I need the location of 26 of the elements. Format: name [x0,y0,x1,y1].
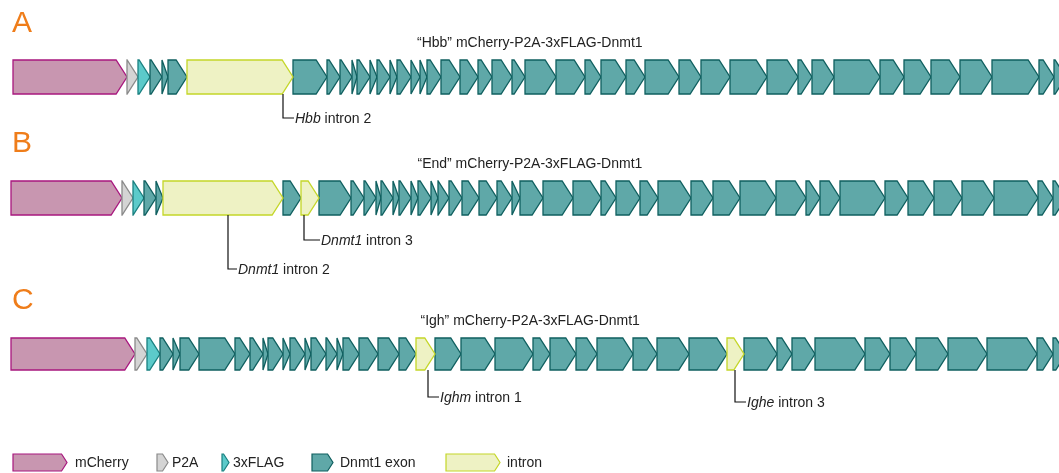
legend-label: intron [507,454,543,470]
intron-arrow [415,337,436,371]
leader-line [303,214,321,241]
intron-label: Hbb intron 2 [295,110,372,126]
legend-label: 3xFLAG [233,454,285,470]
panel-letter: A [12,6,32,38]
panel-letter: B [12,126,32,158]
intron-label: Ighe intron 3 [747,394,825,410]
intron-label: Dnmt1 intron 2 [238,261,330,277]
legend-label: mCherry [75,454,129,470]
intron-arrow [726,337,745,371]
leader-line [734,369,747,403]
panel-letter: C [12,283,34,315]
intron-arrow [186,59,294,95]
leader-line [427,369,440,398]
construct-title: “Hbb” mCherry-P2A-3xFLAG-Dnmt1 [417,34,643,50]
leader-line [282,93,295,119]
intron-arrow [162,180,284,216]
construct-title: “Igh” mCherry-P2A-3xFLAG-Dnmt1 [420,312,640,328]
leader-line [227,214,238,270]
intron-arrow [300,180,320,216]
intron-label: Ighm intron 1 [440,389,522,405]
intron-label: Dnmt1 intron 3 [321,232,413,248]
legend-label: Dnmt1 exon [340,454,416,470]
legend-label: P2A [172,454,199,470]
construct-title: “End” mCherry-P2A-3xFLAG-Dnmt1 [417,155,643,171]
